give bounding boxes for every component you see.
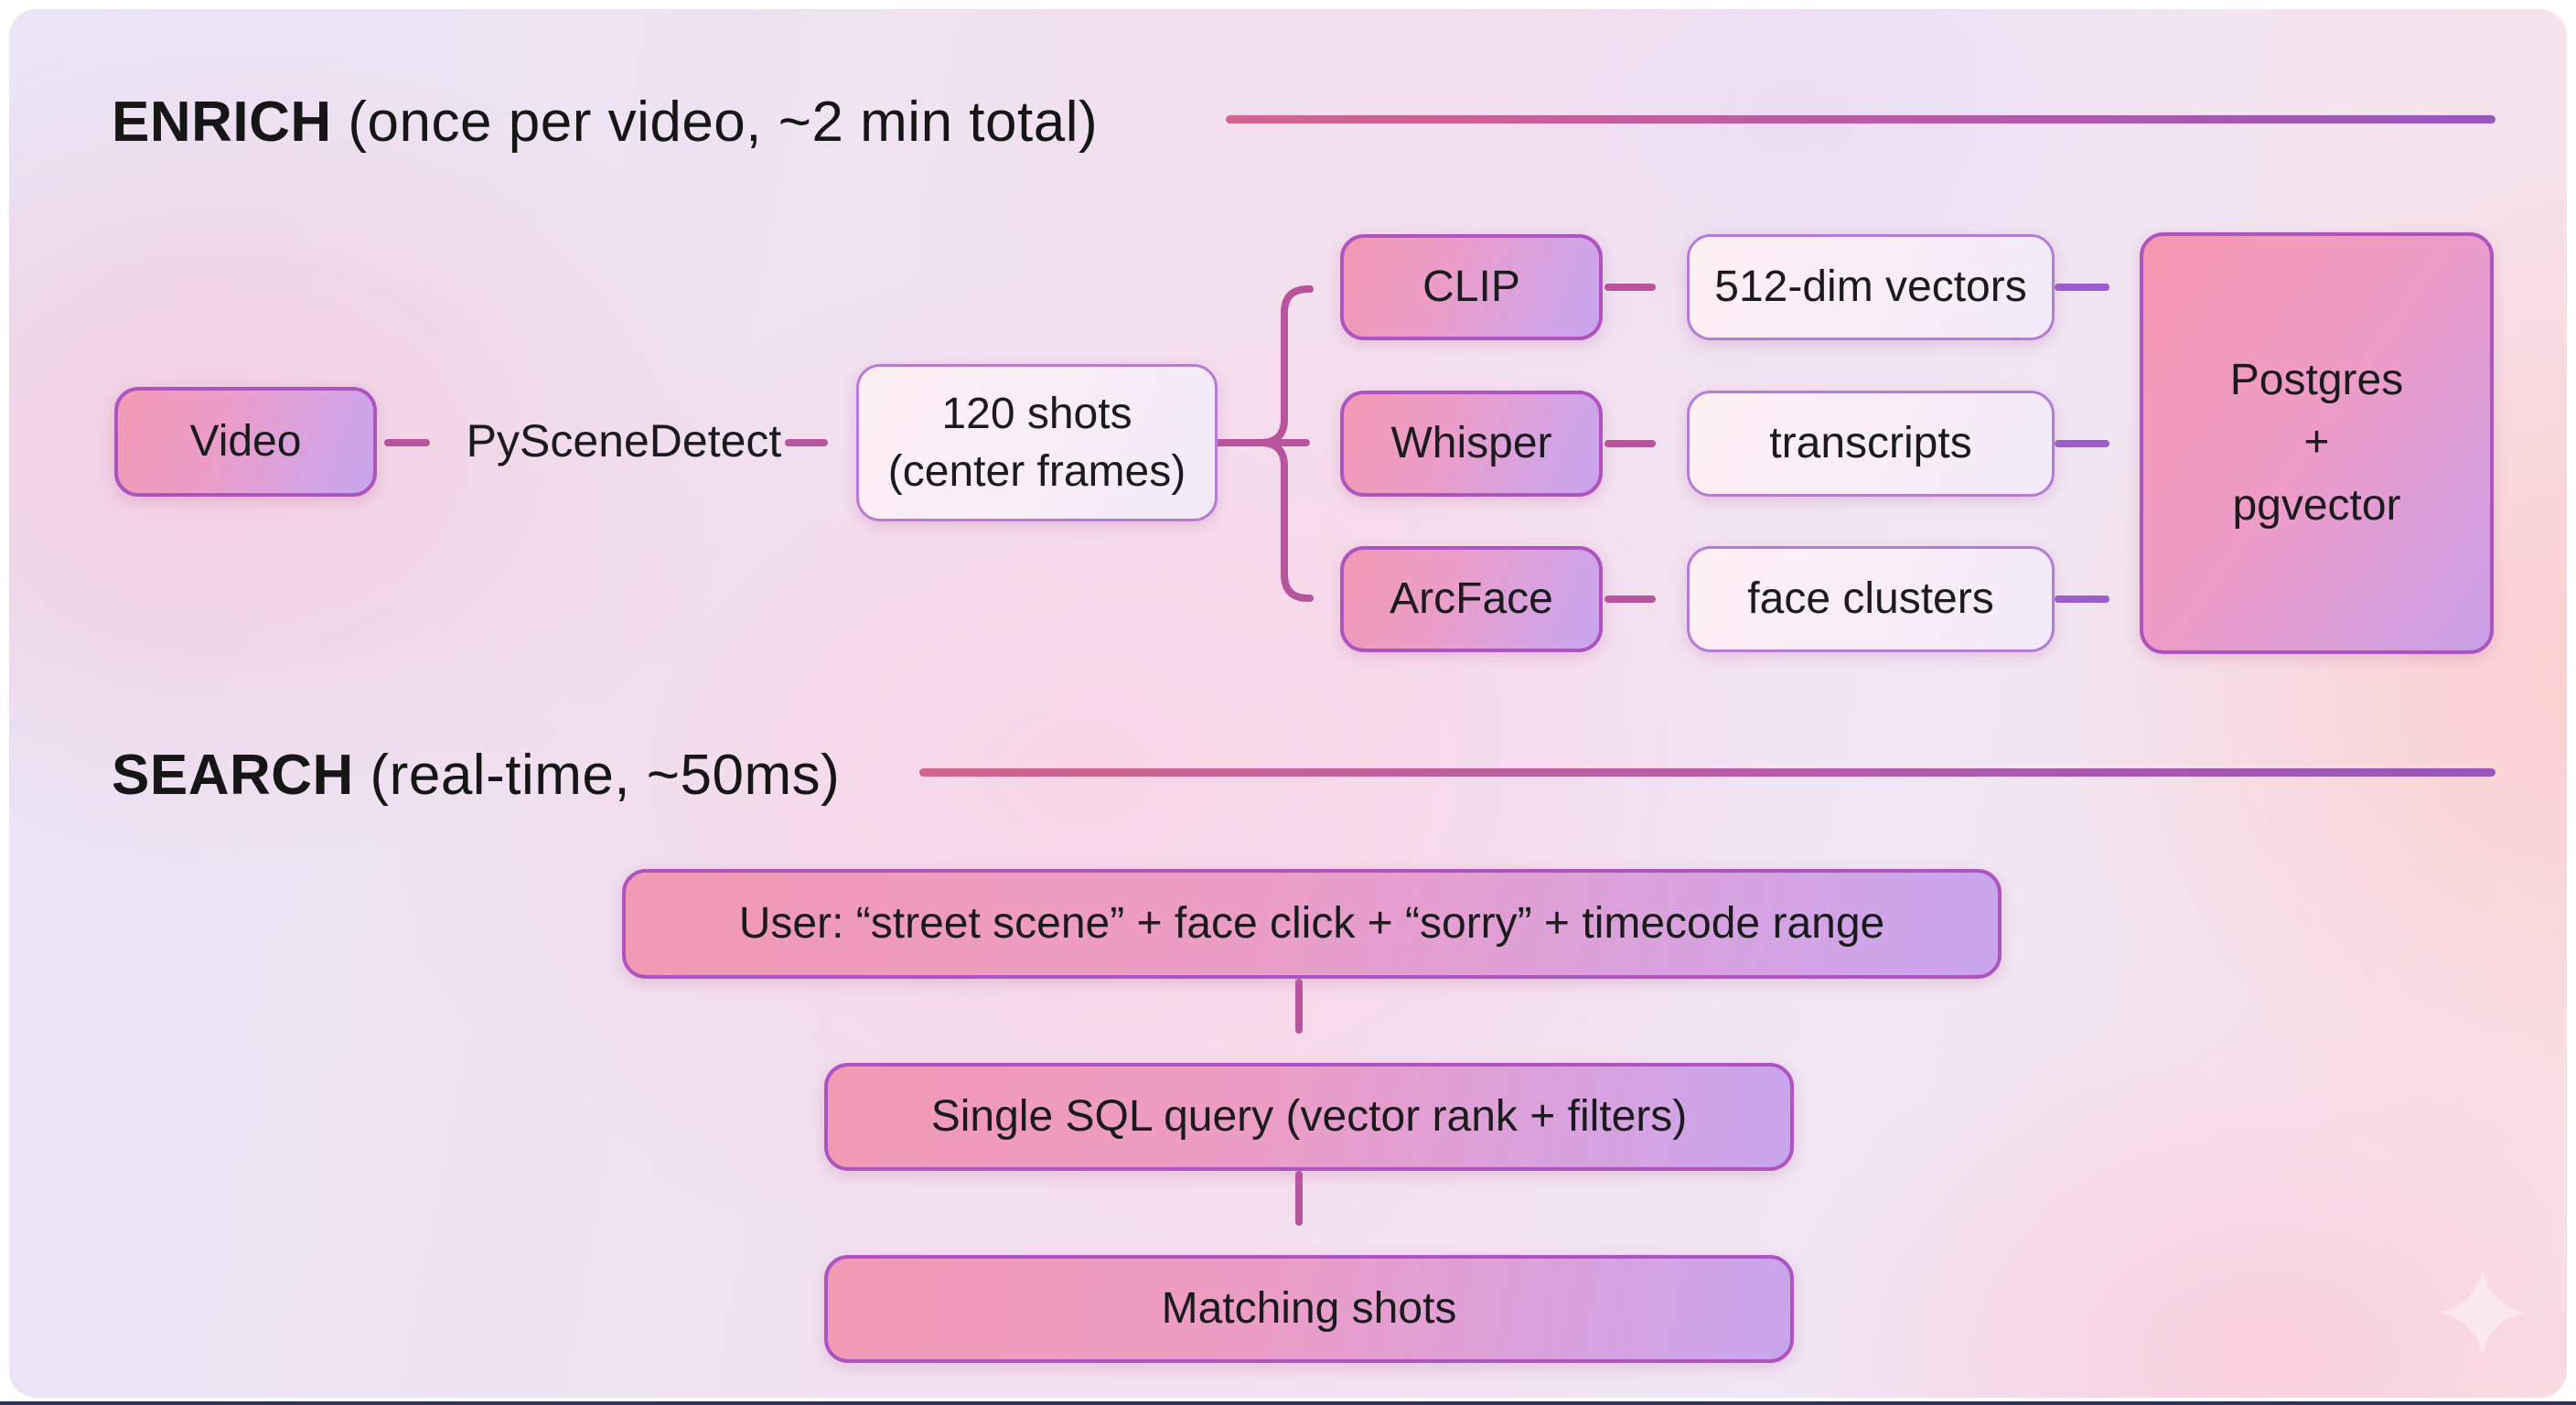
connector-arrows-layer [384, 284, 2109, 1226]
sparkle-icon [2440, 1269, 2525, 1357]
enrich-divider-line [1226, 115, 2496, 123]
node-arcface: ArcFace [1340, 546, 1603, 652]
node-120-shots-line1: 120 shots [941, 389, 1132, 438]
search-title-subtitle: (real-time, ~50ms) [353, 744, 841, 807]
node-clip: CLIP [1340, 234, 1603, 340]
connector-shots-to-clip [1216, 285, 1314, 446]
node-transcripts-label: transcripts [1769, 419, 1972, 468]
window-bottom-edge [0, 1401, 2576, 1405]
enrich-title-bold: ENRICH [112, 91, 332, 154]
connector-shots-to-arcface [1216, 439, 1314, 602]
node-transcripts: transcripts [1687, 391, 2055, 497]
node-sql-query-label: Single SQL query (vector rank + filters) [930, 1092, 1688, 1142]
node-postgres-line3: pgvector [2232, 480, 2401, 530]
node-512-dim-vectors-label: 512-dim vectors [1714, 263, 2027, 312]
node-user-query-label: User: “street scene” + face click + “sor… [738, 899, 1885, 949]
node-postgres-line2: + [2303, 418, 2330, 467]
node-clip-label: CLIP [1422, 263, 1520, 312]
enrich-title-subtitle: (once per video, ~2 min total) [331, 91, 1099, 154]
search-section-title: SEARCH (real-time, ~50ms) [112, 743, 840, 808]
node-512-dim-vectors: 512-dim vectors [1687, 234, 2055, 340]
node-matching-shots: Matching shots [824, 1255, 1794, 1363]
node-120-shots-line2: (center frames) [887, 447, 1186, 496]
node-video: Video [114, 387, 377, 497]
enrich-section-title: ENRICH (once per video, ~2 min total) [112, 90, 1098, 155]
node-arcface-label: ArcFace [1390, 574, 1553, 624]
node-120-shots: 120 shots (center frames) [856, 364, 1218, 521]
node-postgres-line1: Postgres [2229, 356, 2404, 405]
node-sql-query: Single SQL query (vector rank + filters) [824, 1063, 1794, 1171]
node-user-query: User: “street scene” + face click + “sor… [622, 869, 2002, 979]
node-whisper-label: Whisper [1390, 419, 1552, 468]
search-divider-line [919, 768, 2496, 777]
node-matching-shots-label: Matching shots [1161, 1284, 1457, 1334]
search-title-bold: SEARCH [112, 744, 354, 807]
node-face-clusters: face clusters [1687, 546, 2055, 652]
node-whisper: Whisper [1340, 391, 1603, 497]
diagram-canvas: ENRICH (once per video, ~2 min total) SE… [9, 9, 2567, 1398]
node-video-label: Video [189, 417, 302, 467]
node-face-clusters-label: face clusters [1747, 574, 1994, 624]
label-pyscenedetect: PySceneDetect [466, 415, 782, 467]
node-postgres-pgvector: Postgres + pgvector [2140, 232, 2494, 654]
